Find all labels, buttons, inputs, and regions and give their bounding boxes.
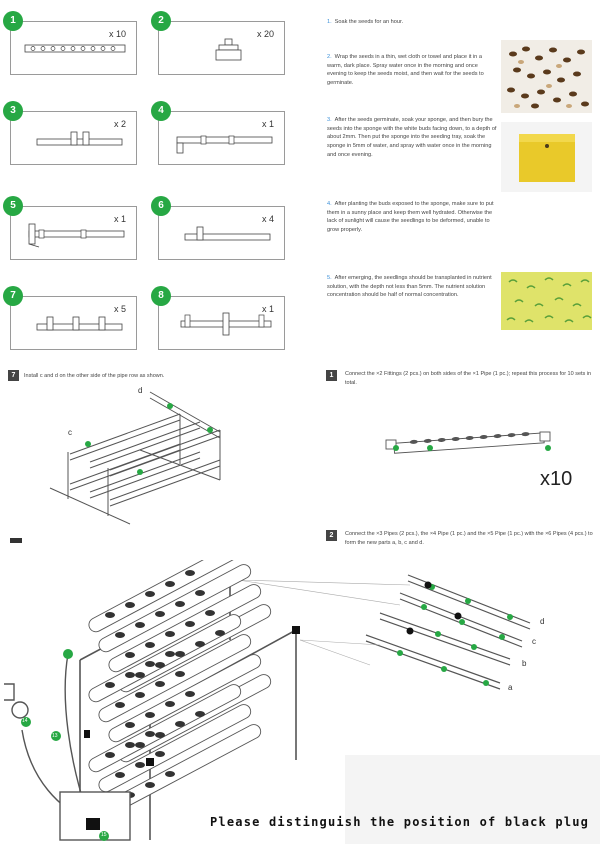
step-number: 3. bbox=[327, 117, 332, 123]
part-badge-1: 1 bbox=[3, 11, 23, 31]
part-badge-6: 6 bbox=[151, 196, 171, 216]
part-qty-6: x 4 bbox=[261, 214, 274, 224]
instruction-badge-1: 1 bbox=[326, 370, 337, 381]
part-box-1: x 10 bbox=[10, 21, 137, 75]
step-number: 2. bbox=[327, 54, 332, 60]
pipe-label-b: b bbox=[522, 659, 527, 668]
step7-rack-diagram bbox=[49, 391, 221, 525]
step-text: Wrap the seeds in a thin, wet cloth or t… bbox=[327, 54, 484, 86]
instruction-badge-2: 2 bbox=[326, 530, 337, 541]
part-badge-2: 2 bbox=[151, 11, 171, 31]
step-text: Soak the seeds for an hour. bbox=[334, 19, 404, 25]
pipe-assembly-diagram bbox=[385, 431, 551, 454]
quantity-x10: x10 bbox=[540, 468, 573, 490]
sponge-photo bbox=[501, 122, 592, 192]
step-1: 1.Soak the seeds for an hour. bbox=[327, 18, 497, 27]
step-2: 2.Wrap the seeds in a thin, wet cloth or… bbox=[327, 53, 497, 88]
part-qty-3: x 2 bbox=[113, 119, 126, 129]
part-box-7: x 5 bbox=[10, 296, 137, 350]
marker-divider bbox=[10, 538, 22, 543]
step7-label-c: c bbox=[68, 428, 72, 437]
label-14: 14 bbox=[22, 718, 28, 724]
instruction-1-text: Connect the ×2 Fittings (2 pcs.) on both… bbox=[345, 371, 592, 386]
hydroponic-rack-diagram bbox=[4, 560, 411, 841]
pipe-triple-tee-icon bbox=[36, 316, 123, 331]
caption-background bbox=[345, 755, 600, 844]
pipe-label-c: c bbox=[532, 637, 536, 646]
net-cup-icon bbox=[215, 38, 242, 61]
part-box-4: x 1 bbox=[158, 111, 285, 165]
seedlings-photo bbox=[501, 272, 592, 330]
instruction-2-text: Connect the ×3 Pipes (2 pcs.), the ×4 Pi… bbox=[345, 531, 593, 546]
part-qty-8: x 1 bbox=[261, 304, 274, 314]
pipe-elbow-tee-icon bbox=[28, 223, 125, 248]
part-badge-4: 4 bbox=[151, 101, 171, 121]
pipe-label-d: d bbox=[540, 617, 545, 626]
step7-label-d: d bbox=[138, 386, 143, 395]
label-13: 13 bbox=[52, 733, 58, 739]
part-badge-8: 8 bbox=[151, 286, 171, 306]
part-badge-3: 3 bbox=[3, 101, 23, 121]
pipe-long-elbow-icon bbox=[176, 135, 273, 154]
pipe-label-a: a bbox=[508, 683, 513, 692]
step-3: 3.After the seeds germinate, soak your s… bbox=[327, 116, 497, 159]
pipe-short-tee-icon bbox=[184, 226, 271, 241]
part-box-2: x 20 bbox=[158, 21, 285, 75]
black-plug-warning: Please distinguish the position of black… bbox=[210, 815, 590, 829]
pipes-abcd-diagram bbox=[365, 574, 531, 690]
pipe-tee-icon bbox=[36, 131, 123, 146]
part-qty-2: x 20 bbox=[256, 29, 274, 39]
part-box-5: x 1 bbox=[10, 206, 137, 260]
step-5: 5.After emerging, the seedlings should b… bbox=[327, 274, 497, 300]
label-15: 15 bbox=[101, 832, 107, 838]
part-qty-7: x 5 bbox=[113, 304, 126, 314]
pipe-with-holes-icon bbox=[24, 44, 126, 53]
part-badge-5: 5 bbox=[3, 196, 23, 216]
seeds-photo bbox=[501, 40, 592, 113]
step-text: After the seeds germinate, soak your spo… bbox=[327, 117, 497, 158]
step-number: 5. bbox=[327, 275, 332, 281]
pipe-cross-icon bbox=[180, 312, 272, 336]
part-box-8: x 1 bbox=[158, 296, 285, 350]
instruction-badge-7: 7 bbox=[8, 370, 19, 381]
step-text: After planting the buds exposed to the s… bbox=[327, 201, 494, 233]
step-number: 1. bbox=[327, 19, 332, 25]
part-box-6: x 4 bbox=[158, 206, 285, 260]
part-qty-5: x 1 bbox=[113, 214, 126, 224]
step-text: After emerging, the seedlings should be … bbox=[327, 275, 492, 299]
part-box-3: x 2 bbox=[10, 111, 137, 165]
step-4: 4.After planting the buds exposed to the… bbox=[327, 200, 497, 235]
instruction-7-text: Install c and d on the other side of the… bbox=[24, 373, 165, 379]
part-qty-4: x 1 bbox=[261, 119, 274, 129]
step-number: 4. bbox=[327, 201, 332, 207]
part-qty-1: x 10 bbox=[108, 29, 126, 39]
part-badge-7: 7 bbox=[3, 286, 23, 306]
